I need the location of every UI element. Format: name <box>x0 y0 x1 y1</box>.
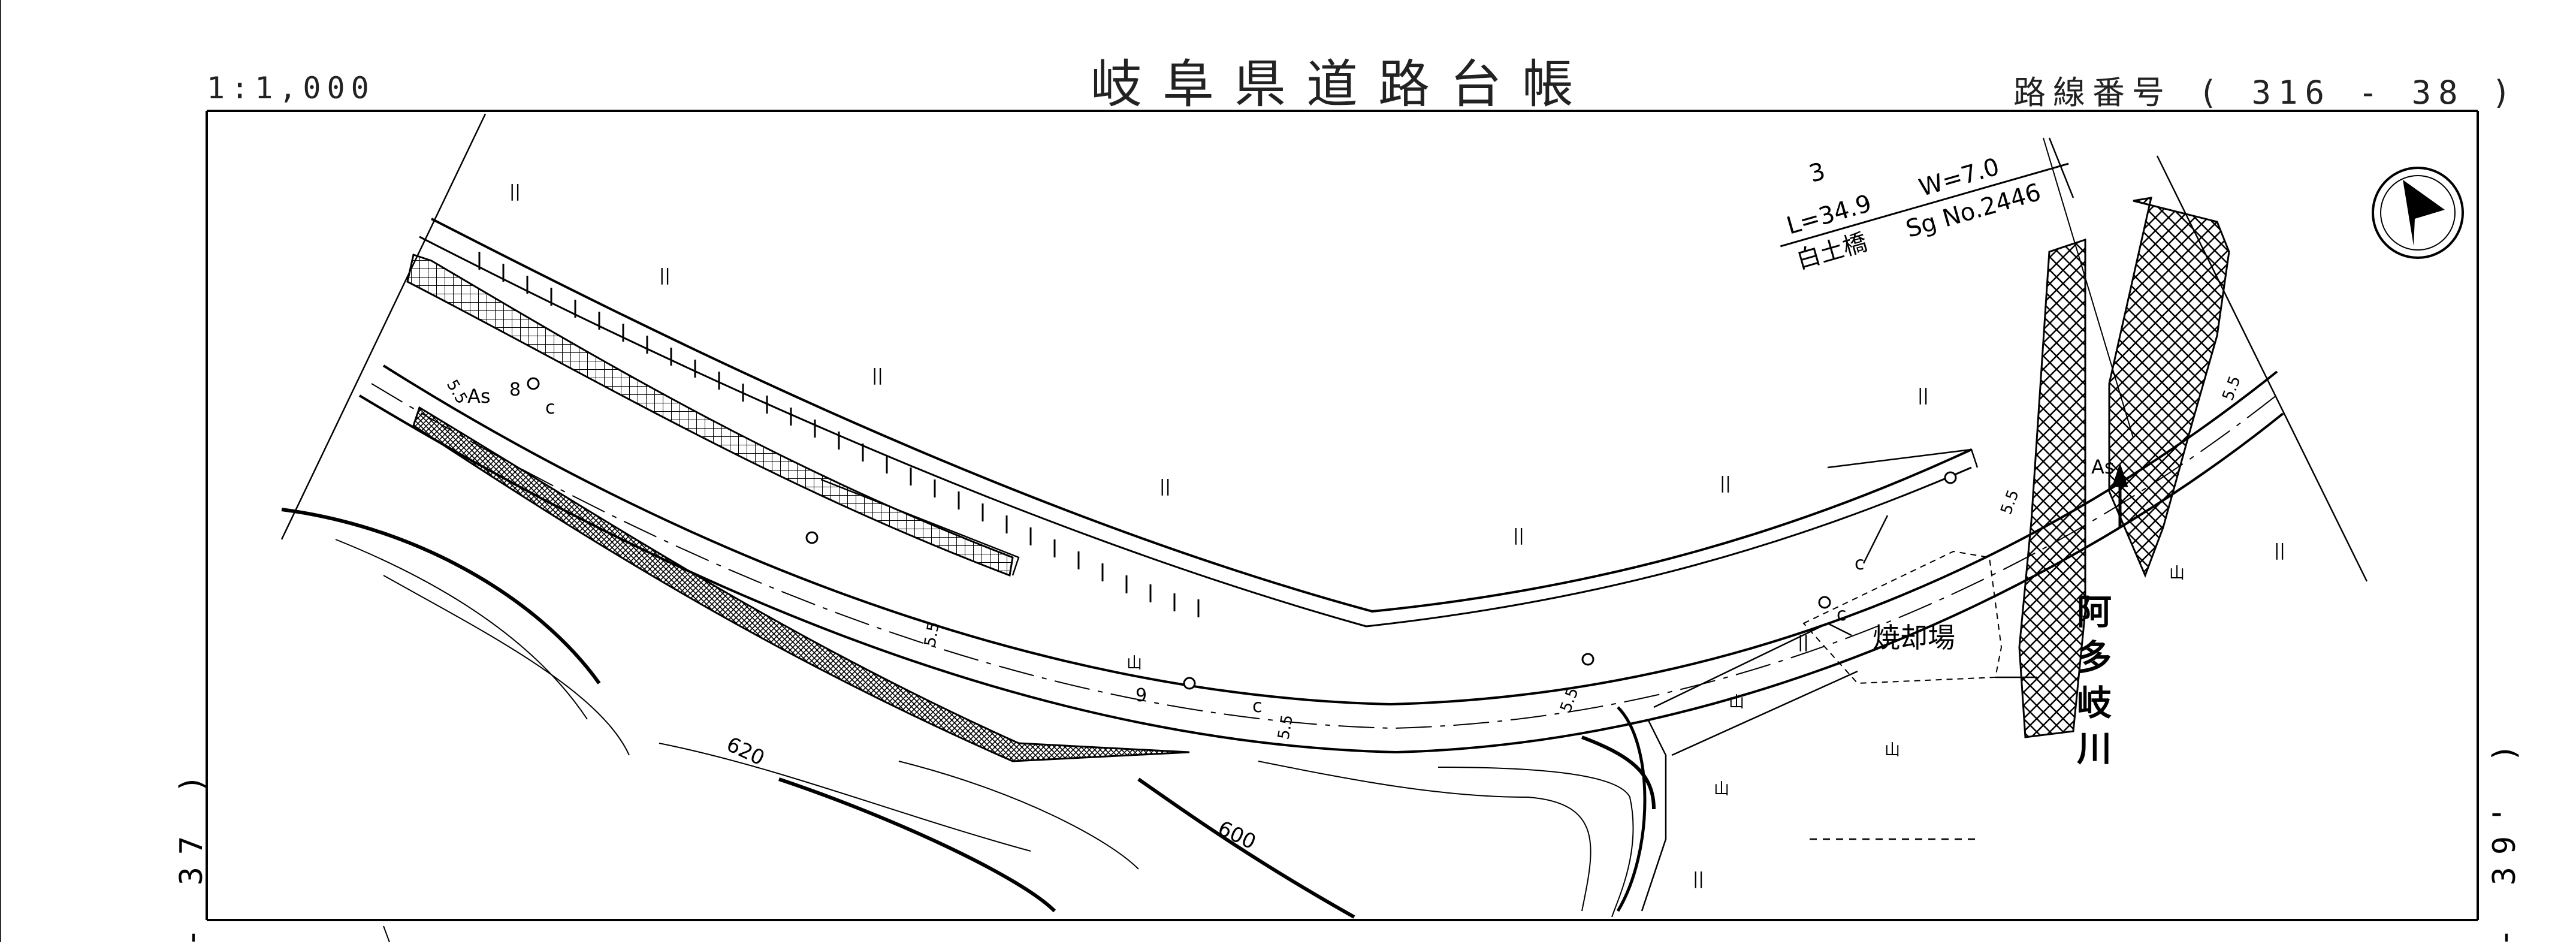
svg-text:||: || <box>1159 476 1171 496</box>
svg-text:山: 山 <box>2169 565 2185 583</box>
svg-text:||: || <box>659 265 671 285</box>
svg-text:||: || <box>1693 868 1704 888</box>
marker-label: 9 <box>1136 685 1147 706</box>
svg-text:||: || <box>1917 385 1929 405</box>
misc-structures <box>820 448 2037 912</box>
contour-label-620: 620 <box>723 732 768 771</box>
width-label: 5.5 <box>1275 713 1297 741</box>
scale-label: 1:1,000 <box>207 71 375 105</box>
svg-text:山: 山 <box>1729 693 1744 711</box>
svg-text:||: || <box>1720 473 1731 493</box>
svg-text:||: || <box>509 181 521 201</box>
bridge-span-count: 3 <box>1806 158 1828 188</box>
width-label: 5.5 <box>443 377 471 408</box>
facility-label: 焼却場 <box>1873 622 1955 654</box>
width-label: 5.5 <box>1997 487 2022 517</box>
marker-label: c <box>1855 553 1865 574</box>
bridge-label: 3 L=34.9 W=7.0 白土橋 Sg No.2446 <box>1780 153 2069 275</box>
river-bank-left <box>2018 238 2086 738</box>
svg-text:||: || <box>872 365 883 385</box>
upper-slope-hatch <box>478 252 1200 617</box>
page-title: 岐阜県道路台帳 <box>1091 55 1594 114</box>
land-symbols: || || || || || || || || || || <box>509 181 2285 888</box>
marker-label: c <box>545 397 555 418</box>
svg-text:山: 山 <box>1885 741 1900 759</box>
river-bank-right <box>2108 197 2230 578</box>
forest-symbols: 山 山 山 山 山 <box>1127 565 2185 798</box>
river-name: 阿多岐川 <box>2071 593 2112 776</box>
surface-label: As <box>2091 456 2115 478</box>
marker-label: c <box>1837 604 1847 625</box>
width-label: 5.5 <box>921 620 943 648</box>
contour-lines <box>281 508 1656 919</box>
retaining-wall-upper <box>406 254 1014 577</box>
marker-label: c <box>1252 696 1263 717</box>
svg-text:||: || <box>1513 525 1524 545</box>
svg-text:山: 山 <box>1714 780 1729 798</box>
svg-text:山: 山 <box>1127 655 1142 672</box>
svg-text:||: || <box>2274 540 2285 560</box>
retaining-wall-lower <box>412 406 1190 762</box>
road-markers <box>527 377 1957 690</box>
contour-label-600: 600 <box>1214 816 1260 855</box>
surface-label: As <box>467 385 491 408</box>
route-number: 路線番号 ( 316 - 38 ) <box>2013 74 2518 111</box>
svg-text:阿多岐川: 阿多岐川 <box>2071 593 2112 776</box>
upper-road-edges <box>419 218 1972 628</box>
river-flow-arrow <box>2112 463 2128 527</box>
north-arrow-icon <box>2372 167 2464 259</box>
marker-label: 8 <box>509 379 521 400</box>
